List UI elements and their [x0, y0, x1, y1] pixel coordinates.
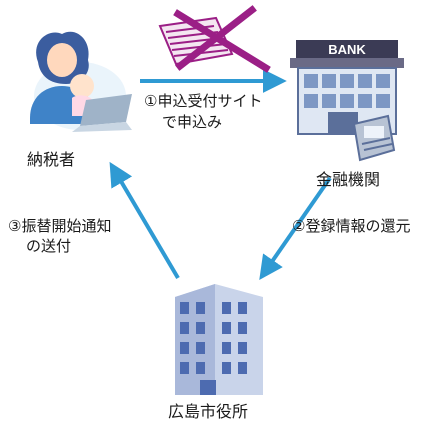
- office-building-icon: [175, 284, 263, 395]
- step3-label-line2: の送付: [26, 237, 72, 255]
- atm-machine-icon: [352, 114, 396, 162]
- step1-label-line2: で申込み: [162, 113, 223, 131]
- person-with-laptop-icon: [30, 31, 132, 132]
- step3-label-line1: ③振替開始通知: [8, 217, 112, 235]
- bank-sign: BANK: [328, 42, 366, 57]
- city-office-label: 広島市役所: [168, 402, 249, 421]
- arrow-bank-to-city-office: [259, 176, 332, 280]
- paper-form-crossed-icon: [158, 5, 271, 73]
- arrow-city-office-to-taxpayer: [109, 161, 180, 280]
- step2-label: ②登録情報の還元: [292, 217, 411, 235]
- step1-label-line1: ①申込受付サイト: [144, 92, 263, 110]
- bank-label: 金融機関: [316, 170, 381, 189]
- taxpayer-label: 納税者: [27, 150, 76, 169]
